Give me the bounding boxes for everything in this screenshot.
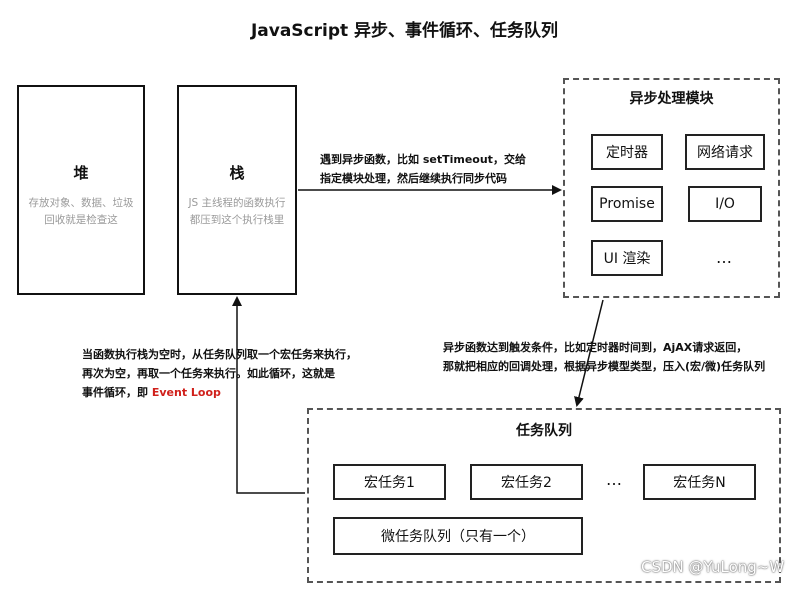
arrow-queue-to-stack	[232, 296, 305, 494]
heap-label: 堆	[73, 164, 89, 182]
note-event-loop-line2: 再次为空，再取一个任务来执行。如此循环，这就是	[82, 367, 335, 380]
note-async-to-queue-line1: 异步函数达到触发条件，比如定时器时间到，AjAX请求返回，	[443, 341, 748, 354]
note-stack-to-async: 遇到异步函数，比如 setTimeout，交给 指定模块处理，然后继续执行同步代…	[320, 150, 526, 188]
stack-description: JS 主线程的函数执行都压到这个执行栈里	[188, 197, 286, 226]
async-module-box: 异步处理模块	[563, 78, 780, 298]
micro-task-queue: 微任务队列（只有一个）	[333, 517, 583, 555]
event-loop-highlight: Event Loop	[151, 386, 221, 399]
watermark: CSDN @YuLong~W	[641, 558, 785, 576]
task-queue-box: 任务队列	[307, 408, 781, 583]
async-item-io: I/O	[688, 186, 762, 222]
arrow-async-to-queue	[574, 299, 604, 407]
note-event-loop-line1: 当函数执行栈为空时，从任务队列取一个宏任务来执行，	[82, 348, 357, 361]
async-ellipsis: …	[716, 248, 732, 267]
async-item-timer: 定时器	[591, 134, 663, 170]
note-stack-to-async-line2: 指定模块处理，然后继续执行同步代码	[320, 172, 507, 185]
note-event-loop-line3: 事件循环，即 Event Loop	[82, 383, 357, 402]
async-item-network: 网络请求	[685, 134, 765, 170]
page-title: JavaScript 异步、事件循环、任务队列	[250, 21, 559, 41]
macro-task-n: 宏任务N	[643, 464, 756, 500]
async-item-promise: Promise	[591, 186, 663, 222]
async-module-title: 异步处理模块	[629, 91, 714, 107]
stack-label: 栈	[229, 164, 245, 182]
macro-task-2: 宏任务2	[470, 464, 583, 500]
note-stack-to-async-line1: 遇到异步函数，比如 setTimeout，交给	[320, 153, 526, 166]
macro-task-1: 宏任务1	[333, 464, 446, 500]
note-async-to-queue-line2: 那就把相应的回调处理，根据异步模型类型，压入(宏/微)任务队列	[443, 360, 766, 373]
macro-ellipsis: …	[606, 470, 622, 489]
heap-description: 存放对象、数据、垃圾回收就是检查这	[28, 197, 134, 226]
task-queue-title: 任务队列	[516, 423, 572, 439]
stack-box: 栈 JS 主线程的函数执行都压到这个执行栈里	[177, 85, 297, 295]
async-item-ui-render: UI 渲染	[591, 240, 663, 276]
note-async-to-queue: 异步函数达到触发条件，比如定时器时间到，AjAX请求返回， 那就把相应的回调处理…	[443, 338, 765, 376]
heap-box: 堆 存放对象、数据、垃圾回收就是检查这	[17, 85, 145, 295]
note-event-loop: 当函数执行栈为空时，从任务队列取一个宏任务来执行， 再次为空，再取一个任务来执行…	[82, 345, 357, 402]
note-event-loop-line3-prefix: 事件循环，即	[82, 386, 152, 399]
